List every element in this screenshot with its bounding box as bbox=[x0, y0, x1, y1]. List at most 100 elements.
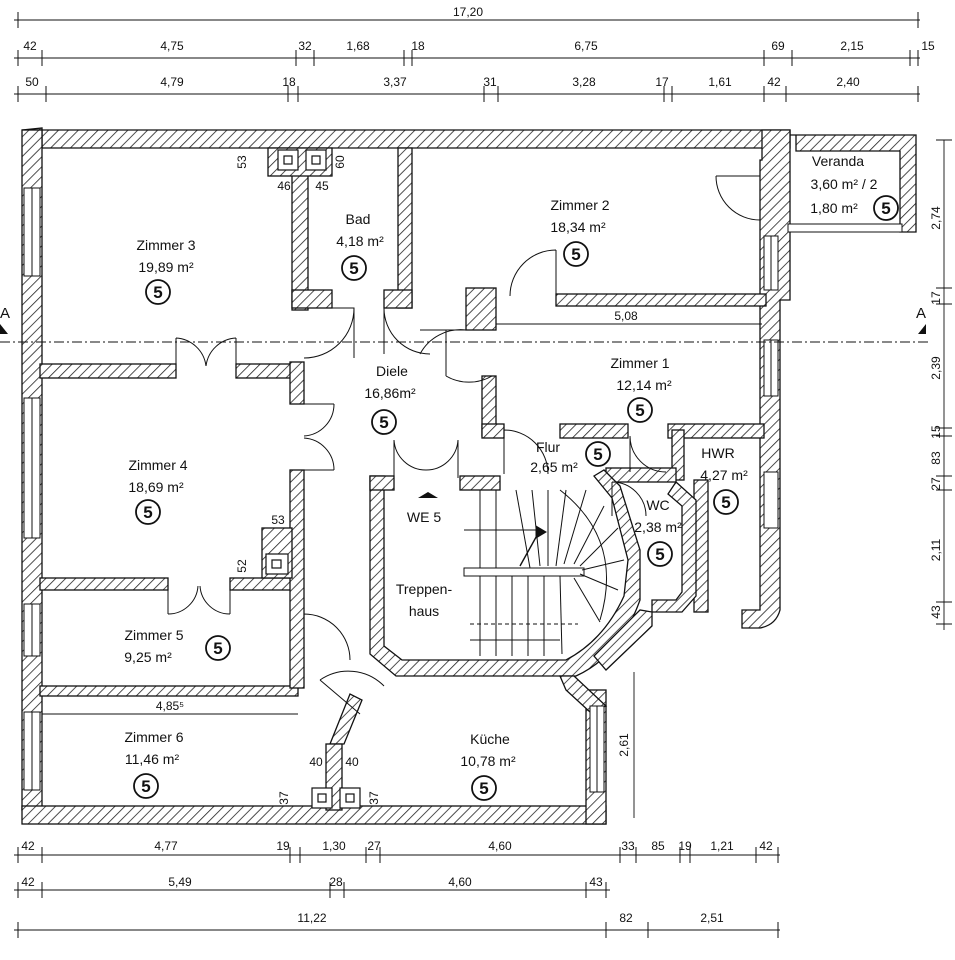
unit-badge-number-zimmer2: 5 bbox=[571, 245, 580, 264]
wall-zimmer1-south-c bbox=[667, 423, 765, 439]
unit-badge-number-hwr: 5 bbox=[721, 493, 730, 512]
unit-badge-veranda: 5 bbox=[873, 195, 899, 221]
wall-zimmer1-south-b bbox=[559, 423, 629, 439]
unit-badge-circle-zimmer1 bbox=[627, 397, 653, 423]
hwr-name: HWR bbox=[701, 445, 734, 461]
dim-bot2-0: 42 bbox=[21, 875, 35, 889]
veranda-wall bbox=[790, 134, 917, 233]
flur-area: 2,65 m² bbox=[530, 459, 578, 475]
we5-label: WE 5 bbox=[407, 509, 441, 525]
dim-right-3: 15 bbox=[929, 425, 943, 439]
dim-top1-8: 15 bbox=[921, 39, 935, 53]
stair-wall bbox=[369, 469, 641, 677]
dim-right-1: 17 bbox=[929, 291, 943, 305]
wall-diele-west bbox=[289, 361, 305, 405]
unit-badge-circle-bad bbox=[341, 255, 367, 281]
exterior-wall-bottom bbox=[21, 805, 607, 825]
unit-badge-wc: 5 bbox=[647, 541, 673, 567]
section-label-left: A bbox=[0, 305, 10, 322]
room-labels: Zimmer 3 19,89 m² Zimmer 2 18,34 m² Bad … bbox=[124, 153, 877, 769]
dim-485: 4,85⁵ bbox=[156, 699, 184, 713]
exterior-wall-top bbox=[21, 127, 791, 149]
hwr-area: 4,27 m² bbox=[700, 467, 748, 483]
zimmer5-name: Zimmer 5 bbox=[124, 627, 183, 643]
dimension-texts: 17,20 bbox=[453, 5, 483, 19]
staircase bbox=[463, 489, 625, 656]
wall-zimmer2-south bbox=[555, 293, 767, 307]
wall-bad-south bbox=[291, 289, 333, 309]
dim-45: 45 bbox=[315, 179, 329, 193]
unit-badge-diele: 5 bbox=[371, 409, 397, 435]
dim-top2-5: 3,28 bbox=[572, 75, 596, 89]
doors bbox=[167, 175, 761, 715]
stair-wall-top bbox=[369, 475, 395, 491]
unit-badge-zimmer1: 5 bbox=[627, 397, 653, 423]
dim-bot1-3: 1,30 bbox=[322, 839, 346, 853]
zimmer4-name: Zimmer 4 bbox=[128, 457, 187, 473]
dim-right-7: 43 bbox=[929, 605, 943, 619]
dim-bot2-3: 4,60 bbox=[448, 875, 472, 889]
unit-badge-zimmer2: 5 bbox=[563, 241, 589, 267]
dim-top2-3: 3,37 bbox=[383, 75, 407, 89]
dim-bot1-7: 85 bbox=[651, 839, 665, 853]
dim-top2-2: 18 bbox=[282, 75, 296, 89]
dim-bot1-6: 33 bbox=[621, 839, 635, 853]
dim-bot3-1: 82 bbox=[619, 911, 633, 925]
zimmer1-name: Zimmer 1 bbox=[610, 355, 669, 371]
zimmer3-area: 19,89 m² bbox=[138, 259, 194, 275]
zimmer4-area: 18,69 m² bbox=[128, 479, 184, 495]
dim-46: 46 bbox=[277, 179, 291, 193]
dim-60: 60 bbox=[333, 155, 347, 169]
unit-badge-circle-veranda bbox=[873, 195, 899, 221]
dim-top2-8: 42 bbox=[767, 75, 781, 89]
dim-right-0: 2,74 bbox=[929, 206, 943, 230]
wc-area: 2,38 m² bbox=[634, 519, 682, 535]
dim-bot2-1: 5,49 bbox=[168, 875, 192, 889]
veranda-name: Veranda bbox=[812, 153, 864, 169]
dim-bot2-4: 43 bbox=[589, 875, 603, 889]
veranda-area2: 1,80 m² bbox=[810, 200, 858, 216]
dim-top1-6: 69 bbox=[771, 39, 785, 53]
unit-badge-circle-kueche bbox=[471, 775, 497, 801]
dim-right-4: 83 bbox=[929, 451, 943, 465]
unit-badge-zimmer6: 5 bbox=[133, 773, 159, 799]
dim-right-5: 27 bbox=[929, 477, 943, 491]
section-label-right: A bbox=[916, 305, 926, 322]
dim-top2-4: 31 bbox=[483, 75, 497, 89]
dim-52: 52 bbox=[235, 559, 249, 573]
dim-53b: 53 bbox=[271, 513, 285, 527]
wall-flur-south bbox=[605, 467, 677, 483]
unit-badge-flur: 5 bbox=[585, 441, 611, 467]
unit-badge-number-zimmer3: 5 bbox=[153, 283, 162, 302]
section-arrow-left-icon bbox=[0, 324, 8, 334]
unit-badge-circle-zimmer2 bbox=[563, 241, 589, 267]
wall-bad-east bbox=[397, 147, 413, 309]
dim-bot1-1: 4,77 bbox=[154, 839, 178, 853]
dim-bot1-10: 42 bbox=[759, 839, 773, 853]
unit-badge-zimmer5: 5 bbox=[205, 635, 231, 661]
diele-area: 16,86m² bbox=[364, 385, 416, 401]
wall-diele-west-b bbox=[289, 469, 305, 689]
wc-name: WC bbox=[646, 497, 669, 513]
dim-bot1-9: 1,21 bbox=[710, 839, 734, 853]
wall-zimmer3-zimmer4-b bbox=[235, 363, 299, 379]
bad-name: Bad bbox=[346, 211, 371, 227]
unit-badge-number-flur: 5 bbox=[593, 445, 602, 464]
unit-badge-number-bad: 5 bbox=[349, 259, 358, 278]
dim-top1-5: 6,75 bbox=[574, 39, 598, 53]
section-arrow-right-icon bbox=[918, 324, 926, 334]
unit-badge-kueche: 5 bbox=[471, 775, 497, 801]
zimmer6-area: 11,46 m² bbox=[125, 751, 180, 767]
unit-badge-circle-zimmer4 bbox=[135, 499, 161, 525]
kueche-area: 10,78 m² bbox=[460, 753, 516, 769]
dim-37a: 37 bbox=[277, 791, 291, 805]
dim-37b: 37 bbox=[367, 791, 381, 805]
diele-name: Diele bbox=[376, 363, 408, 379]
unit-badge-number-diele: 5 bbox=[379, 413, 388, 432]
unit-badge-number-wc: 5 bbox=[655, 545, 664, 564]
